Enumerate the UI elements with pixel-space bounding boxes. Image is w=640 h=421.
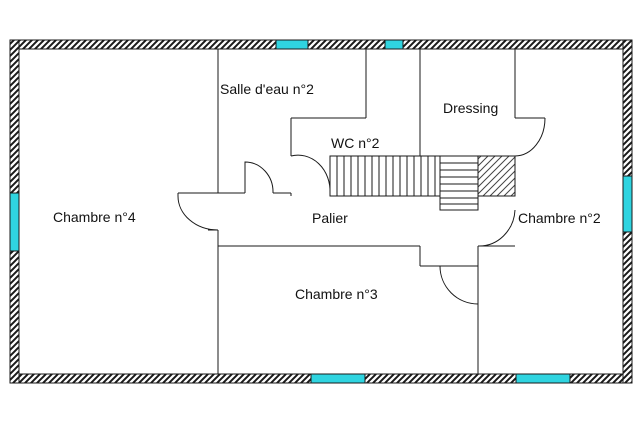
interior-walls [177,49,545,374]
stair-void-hatch [477,155,516,197]
window-left [9,192,20,252]
window-top-left [275,39,309,50]
door-chambre4 [177,195,219,231]
door-chambre2 [477,209,516,247]
window-bottom-right [515,373,571,384]
staircase [329,155,516,211]
doors [177,117,546,305]
door-chambre3 [439,265,479,305]
label-salle-eau2: Salle d'eau n°2 [220,81,314,97]
door-salle-eau [244,161,274,194]
label-palier: Palier [312,210,348,226]
door-wc [290,154,331,194]
window-bottom-left [310,373,366,384]
room-labels: Chambre n°4 Salle d'eau n°2 Dressing WC … [53,81,601,302]
label-dressing: Dressing [443,100,498,116]
label-chambre3: Chambre n°3 [295,286,378,302]
label-wc2: WC n°2 [331,135,380,151]
window-top-right [384,39,404,50]
window-right [622,175,633,233]
label-chambre4: Chambre n°4 [53,209,136,225]
door-dressing [514,117,546,157]
windows [9,39,633,384]
label-chambre2: Chambre n°2 [518,210,601,226]
